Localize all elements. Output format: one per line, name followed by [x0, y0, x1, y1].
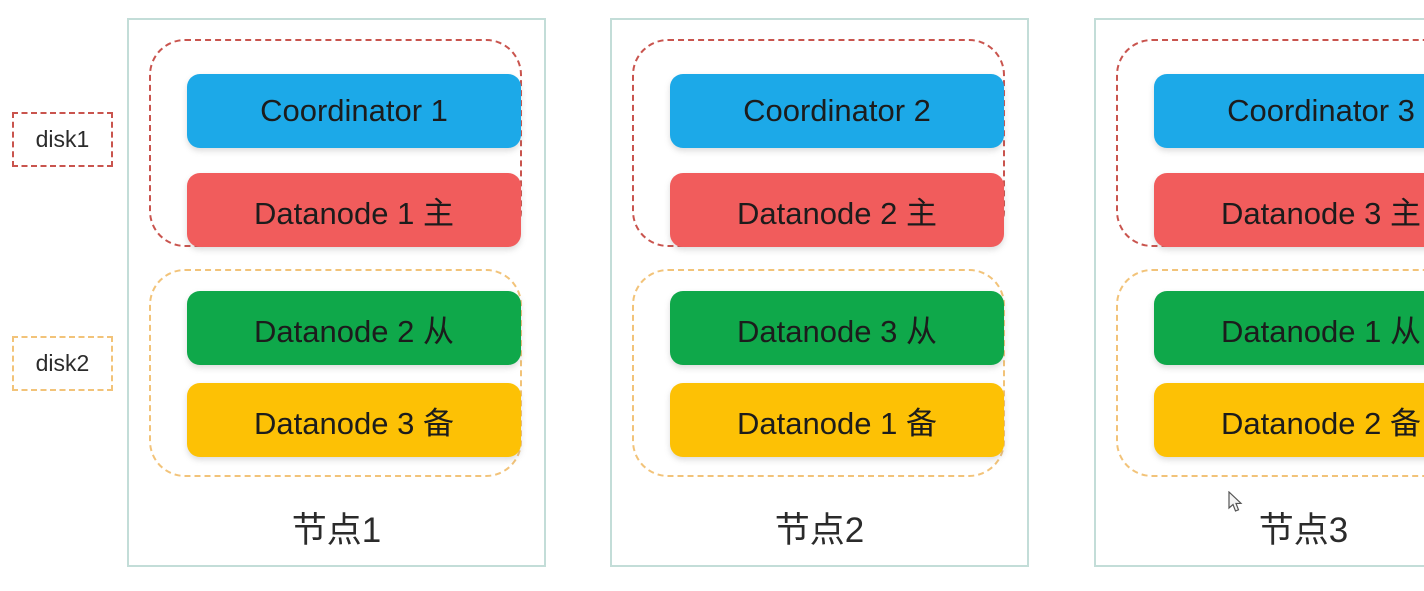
datanode-backup-box: Datanode 2 备 [1154, 383, 1424, 457]
datanode-standby-box: Datanode 2 从 [187, 291, 521, 365]
coordinator-box: Coordinator 3 [1154, 74, 1424, 148]
datanode-standby-box: Datanode 3 从 [670, 291, 1004, 365]
disk2-label-text: disk2 [35, 350, 90, 376]
datanode-primary-box: Datanode 3 主 [1154, 173, 1424, 247]
datanode-standby-box: Datanode 1 从 [1154, 291, 1424, 365]
datanode-backup-box: Datanode 3 备 [187, 383, 521, 457]
node-1-disk2-group: Datanode 2 从 Datanode 3 备 [149, 269, 522, 477]
disk1-label-text: disk1 [35, 126, 90, 152]
node-2-title: 节点2 [774, 511, 865, 550]
node-1-disk1-group: Coordinator 1 Datanode 1 主 [149, 39, 522, 247]
node-2-disk1-group: Coordinator 2 Datanode 2 主 [632, 39, 1005, 247]
disk1-label: disk1 [12, 112, 113, 167]
node-2: Coordinator 2 Datanode 2 主 Datanode 3 从 … [610, 18, 1029, 567]
node-3-disk1-group: Coordinator 3 Datanode 3 主 [1116, 39, 1424, 247]
datanode-primary-box: Datanode 1 主 [187, 173, 521, 247]
node-2-disk2-group: Datanode 3 从 Datanode 1 备 [632, 269, 1005, 477]
disk2-label: disk2 [12, 336, 113, 391]
node-3: Coordinator 3 Datanode 3 主 Datanode 1 从 … [1094, 18, 1424, 567]
coordinator-box: Coordinator 1 [187, 74, 521, 148]
datanode-primary-box: Datanode 2 主 [670, 173, 1004, 247]
node-3-disk2-group: Datanode 1 从 Datanode 2 备 [1116, 269, 1424, 477]
node-1-title: 节点1 [291, 511, 382, 550]
node-1: Coordinator 1 Datanode 1 主 Datanode 2 从 … [127, 18, 546, 567]
datanode-backup-box: Datanode 1 备 [670, 383, 1004, 457]
node-3-title: 节点3 [1258, 511, 1349, 550]
coordinator-box: Coordinator 2 [670, 74, 1004, 148]
